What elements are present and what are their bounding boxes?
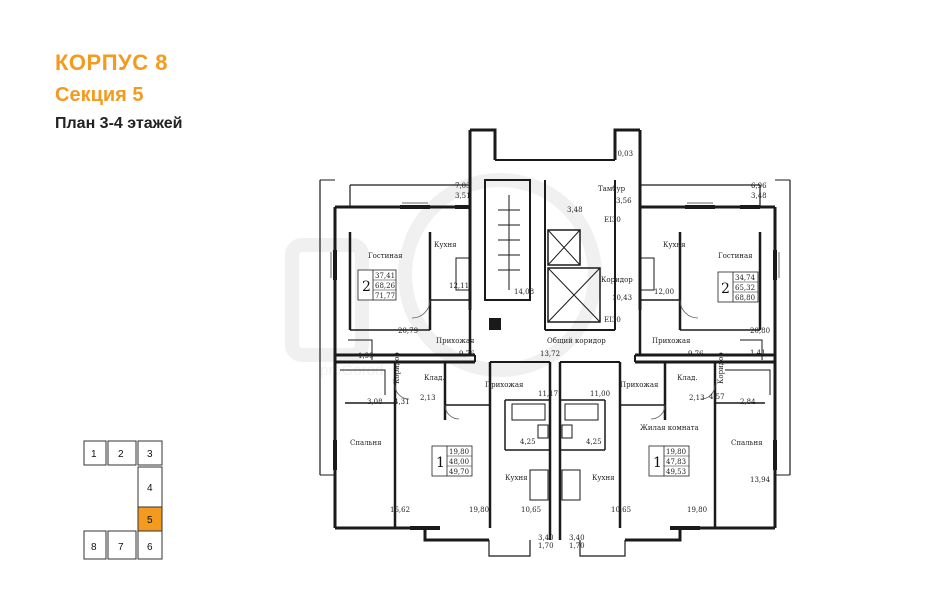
room-label: Спальня (731, 439, 763, 447)
svg-text:11,00: 11,00 (590, 390, 610, 398)
svg-text:68,80: 68,80 (735, 294, 755, 302)
svg-text:19,80: 19,80 (687, 506, 707, 514)
svg-text:12,00: 12,00 (654, 288, 674, 296)
svg-text:4,25: 4,25 (520, 438, 536, 446)
svg-text:2: 2 (721, 281, 730, 297)
keyplan-section: 1 (91, 449, 97, 460)
svg-text:3,08: 3,08 (367, 398, 383, 406)
svg-text:3,48: 3,48 (567, 206, 583, 214)
keyplan-section: 8 (91, 542, 97, 553)
svg-text:11,17: 11,17 (538, 390, 558, 398)
room-label: Прихожая (485, 381, 524, 389)
svg-text:2,13: 2,13 (420, 394, 436, 402)
svg-text:1,41: 1,41 (750, 349, 766, 357)
svg-text:3,51: 3,51 (455, 192, 471, 200)
svg-text:1: 1 (436, 455, 445, 471)
svg-text:10,65: 10,65 (611, 506, 631, 514)
svg-text:37,41: 37,41 (375, 272, 395, 280)
svg-text:10,03: 10,03 (613, 150, 633, 158)
room-label: Прихожая (652, 337, 691, 345)
shaft-mark (489, 318, 501, 330)
apartment-2r: 2 34,74 65,32 68,80 (717, 271, 759, 303)
section-title: Секция 5 (55, 84, 144, 106)
svg-text:13,94: 13,94 (750, 476, 771, 484)
svg-text:9,76: 9,76 (459, 350, 475, 358)
room-label: Кухня (663, 241, 686, 249)
svg-text:3,56: 3,56 (616, 197, 632, 205)
keyplan-section: 6 (147, 542, 153, 553)
room-label: Тамбур (598, 185, 626, 193)
room-label: Коридор (601, 276, 633, 284)
room-label: Клад. (424, 374, 445, 382)
svg-text:20,80: 20,80 (750, 327, 770, 335)
svg-text:10,43: 10,43 (612, 294, 632, 302)
active-section-block (137, 506, 163, 532)
svg-text:1,70: 1,70 (569, 542, 585, 550)
svg-text:7,03: 7,03 (455, 182, 471, 190)
room-label: Клад. (677, 374, 698, 382)
svg-text:12,11: 12,11 (449, 282, 469, 290)
room-label: Общий коридор (547, 337, 606, 345)
room-label: Коридор (717, 352, 725, 384)
svg-text:49,53: 49,53 (666, 468, 686, 476)
svg-text:47,83: 47,83 (666, 458, 686, 466)
svg-text:2: 2 (362, 279, 371, 295)
svg-text:49,70: 49,70 (449, 468, 469, 476)
svg-text:3,48: 3,48 (751, 192, 767, 200)
svg-text:4,25: 4,25 (586, 438, 602, 446)
svg-text:16,62: 16,62 (390, 506, 410, 514)
svg-text:34,74: 34,74 (735, 274, 756, 282)
apartment-2l: 2 37,41 68,26 71,77 (357, 269, 397, 301)
svg-text:4,57: 4,57 (709, 393, 725, 401)
svg-text:68,26: 68,26 (375, 282, 396, 290)
svg-text:65,32: 65,32 (735, 284, 755, 292)
svg-text:19,80: 19,80 (449, 448, 469, 456)
room-label: Коридор (393, 352, 401, 384)
door-rating: EI30 (604, 216, 621, 224)
svg-text:3,40: 3,40 (538, 534, 554, 542)
svg-text:19,80: 19,80 (666, 448, 686, 456)
keyplan-section: 2 (118, 449, 124, 460)
apartment-1r: 1 19,80 47,83 49,53 (648, 445, 690, 477)
keyplan-section: 5 (147, 515, 153, 526)
room-label: Кухня (434, 241, 457, 249)
room-label: Гостиная (368, 252, 403, 260)
svg-text:10,65: 10,65 (521, 506, 541, 514)
key-plan: 1 2 3 4 5 6 7 8 (83, 440, 163, 560)
room-label: Спальня (350, 439, 382, 447)
apartment-1l: 1 19,80 48,00 49,70 (431, 445, 473, 477)
walls (319, 128, 791, 557)
svg-text:20,79: 20,79 (398, 327, 418, 335)
svg-text:14,08: 14,08 (514, 288, 534, 296)
area-labels: 7,03 3,51 10,03 3,56 3,48 6,96 3,48 12,1… (358, 150, 771, 550)
keyplan-section: 3 (147, 449, 153, 460)
svg-text:2,13: 2,13 (689, 394, 705, 402)
svg-text:71,77: 71,77 (375, 292, 395, 300)
svg-text:9,76: 9,76 (688, 350, 704, 358)
svg-text:1: 1 (653, 455, 662, 471)
room-label: Жилая комната (640, 424, 699, 432)
svg-text:2,84: 2,84 (740, 398, 756, 406)
building-title: КОРПУС 8 (55, 50, 168, 75)
room-label: Кухня (592, 474, 615, 482)
svg-text:4,31: 4,31 (394, 398, 410, 406)
svg-text:19,80: 19,80 (469, 506, 489, 514)
svg-text:1,70: 1,70 (538, 542, 554, 550)
svg-text:6,96: 6,96 (751, 182, 767, 190)
keyplan-section: 7 (118, 542, 124, 553)
room-label: Кухня (505, 474, 528, 482)
room-label: Гостиная (718, 252, 753, 260)
svg-text:48,00: 48,00 (449, 458, 469, 466)
svg-text:3,40: 3,40 (569, 534, 585, 542)
door-rating: EI30 (604, 316, 621, 324)
room-label: Прихожая (620, 381, 659, 389)
room-label: Прихожая (436, 337, 475, 345)
svg-text:13,72: 13,72 (540, 350, 560, 358)
keyplan-section: 4 (147, 483, 153, 494)
svg-text:1,99: 1,99 (358, 352, 374, 360)
plan-title: План 3-4 этажей (55, 115, 183, 132)
